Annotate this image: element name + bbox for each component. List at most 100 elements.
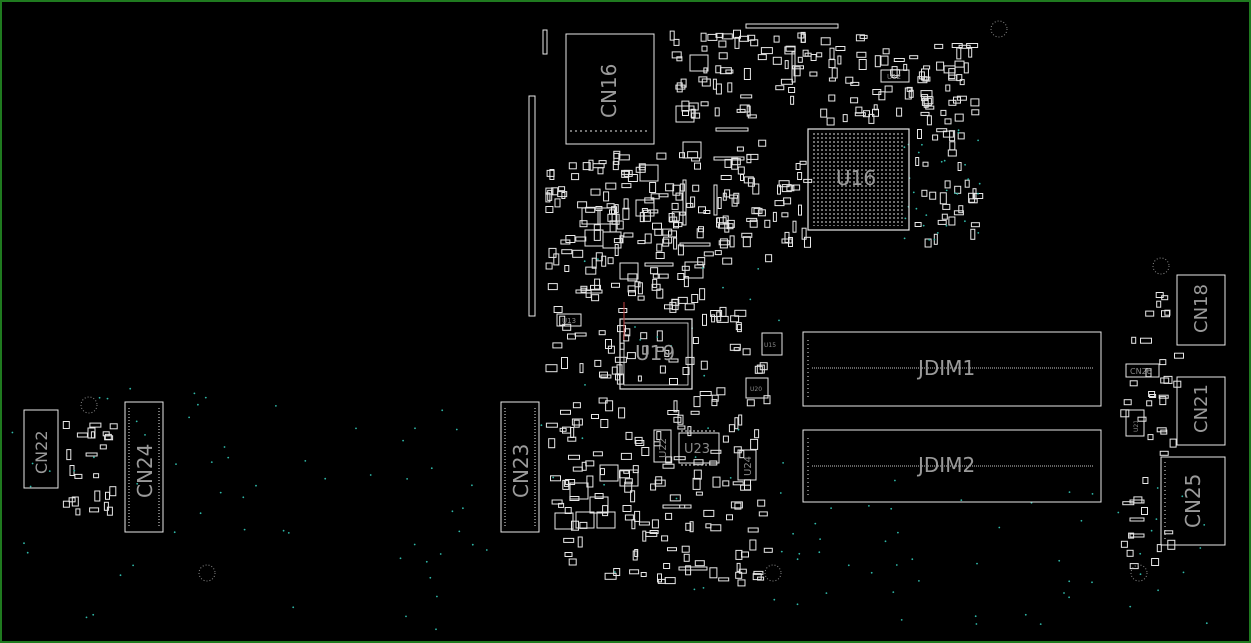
passive-component bbox=[854, 112, 866, 117]
passive-component bbox=[749, 219, 758, 228]
via bbox=[399, 557, 402, 560]
passive-component bbox=[640, 572, 647, 577]
passive-component bbox=[671, 202, 679, 210]
connector-cn24[interactable]: CN24 bbox=[124, 401, 164, 533]
via bbox=[778, 319, 780, 322]
passive-component bbox=[675, 84, 686, 90]
connector-cn21[interactable]: CN21 bbox=[1176, 376, 1226, 446]
passive-component bbox=[722, 480, 730, 487]
passive-component bbox=[548, 247, 557, 258]
chip-u16[interactable]: U16 bbox=[807, 128, 910, 231]
passive-component bbox=[917, 129, 922, 139]
mounting-hole bbox=[80, 396, 98, 414]
via bbox=[355, 427, 357, 430]
passive-component bbox=[717, 197, 722, 209]
via bbox=[581, 437, 584, 440]
chip-u21[interactable]: U21 bbox=[1125, 409, 1145, 437]
small-ic bbox=[682, 141, 702, 159]
via bbox=[485, 549, 488, 551]
passive-component bbox=[873, 104, 878, 111]
via bbox=[779, 492, 782, 494]
small-ic bbox=[635, 199, 655, 217]
passive-component bbox=[1156, 544, 1162, 553]
connector-cn26[interactable]: CN26 bbox=[1125, 363, 1160, 378]
chip-u22[interactable]: U22 bbox=[653, 429, 672, 463]
passive-component bbox=[765, 254, 773, 263]
passive-component bbox=[575, 236, 587, 242]
passive-component bbox=[568, 162, 577, 170]
passive-component bbox=[756, 364, 765, 374]
passive-component bbox=[561, 249, 573, 255]
passive-component bbox=[758, 511, 768, 517]
passive-component bbox=[624, 328, 631, 337]
connector-cn16[interactable]: CN16 bbox=[565, 33, 655, 145]
passive-component bbox=[654, 479, 666, 487]
passive-component bbox=[734, 417, 739, 430]
passive-component bbox=[627, 174, 638, 182]
chip-u24[interactable]: U24 bbox=[737, 449, 757, 481]
passive-component bbox=[568, 558, 577, 566]
passive-component bbox=[732, 481, 744, 486]
via bbox=[31, 462, 34, 465]
via bbox=[940, 160, 943, 163]
passive-component bbox=[681, 545, 690, 553]
chip-u23[interactable]: U23 bbox=[678, 430, 720, 466]
passive-component bbox=[772, 211, 777, 222]
via bbox=[92, 613, 95, 616]
passive-component bbox=[741, 551, 749, 558]
chip-u13[interactable]: U13 bbox=[556, 313, 582, 327]
via bbox=[911, 558, 914, 561]
passive-component bbox=[668, 358, 679, 363]
dimm-slot-jdim1[interactable]: JDIM1 bbox=[802, 331, 1102, 407]
passive-component bbox=[570, 427, 575, 438]
passive-component bbox=[743, 68, 751, 80]
via bbox=[414, 427, 416, 430]
passive-component bbox=[773, 35, 780, 43]
passive-component bbox=[656, 152, 667, 160]
connector-cn25[interactable]: CN25 bbox=[1160, 456, 1226, 546]
via bbox=[1068, 596, 1070, 599]
passive-component bbox=[89, 507, 100, 513]
passive-component bbox=[571, 520, 579, 531]
u22-label: U22 bbox=[658, 438, 669, 458]
passive-component bbox=[736, 324, 742, 333]
via bbox=[884, 540, 887, 543]
passive-component bbox=[726, 219, 735, 228]
via bbox=[1024, 613, 1027, 616]
passive-component bbox=[696, 228, 704, 239]
passive-component bbox=[828, 94, 836, 102]
dimm-slot-jdim2[interactable]: JDIM2 bbox=[802, 429, 1102, 503]
passive-component bbox=[718, 52, 728, 60]
via bbox=[1157, 589, 1159, 592]
passive-component bbox=[799, 160, 807, 165]
passive-component bbox=[788, 87, 796, 93]
chip-u15[interactable]: U15 bbox=[761, 332, 783, 356]
passive-component bbox=[675, 192, 683, 201]
passive-component bbox=[562, 323, 572, 331]
via bbox=[243, 528, 246, 531]
via bbox=[694, 456, 697, 458]
chip-u19[interactable]: U19 bbox=[619, 302, 693, 390]
passive-component bbox=[698, 226, 704, 233]
passive-component bbox=[671, 211, 680, 222]
passive-component bbox=[802, 49, 809, 57]
passive-component bbox=[737, 166, 745, 175]
passive-component bbox=[600, 419, 609, 428]
connector-cn23[interactable]: CN23 bbox=[500, 401, 540, 533]
passive-component bbox=[757, 209, 766, 217]
via bbox=[1117, 511, 1120, 514]
passive-component bbox=[641, 447, 650, 456]
passive-component bbox=[620, 452, 632, 460]
chip-u20[interactable]: U20 bbox=[745, 377, 769, 399]
via bbox=[978, 182, 981, 185]
via bbox=[897, 531, 899, 534]
chip-u12[interactable]: U12 bbox=[880, 69, 910, 83]
via bbox=[219, 491, 222, 494]
passive-component bbox=[622, 505, 632, 512]
connector-cn18[interactable]: CN18 bbox=[1176, 274, 1226, 346]
connector-cn22[interactable]: CN22 bbox=[23, 409, 59, 489]
via bbox=[922, 224, 925, 227]
passive-component bbox=[1151, 558, 1160, 566]
passive-component bbox=[634, 510, 641, 522]
